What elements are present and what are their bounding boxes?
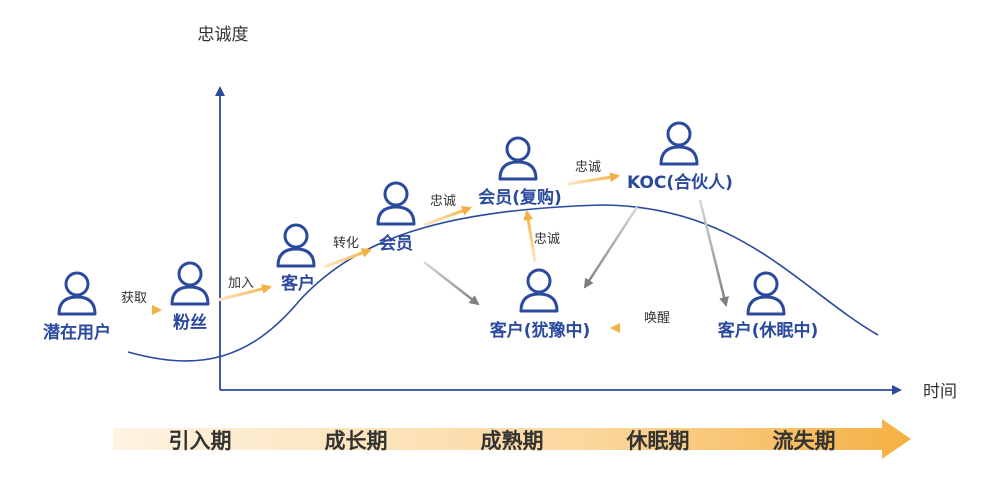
node-label-member-repurchase: 会员(复购) (478, 187, 562, 208)
arrow-repurchase-koc (567, 172, 620, 186)
stage-label-churn: 流失期 (773, 429, 836, 453)
arrow-hesitant-repurchase (523, 210, 537, 263)
arrow-koc-dormant (698, 199, 729, 307)
node-label-hesitant: 客户(犹豫中) (489, 320, 591, 341)
arrow-koc-hesitant (583, 206, 639, 289)
person-icon (170, 261, 210, 306)
arrow-member-hesitant (423, 261, 480, 306)
person-icon (276, 223, 316, 268)
stage-label-growth: 成长期 (325, 429, 388, 453)
node-label-koc: KOC(合伙人) (627, 172, 733, 193)
person-icon (57, 271, 97, 316)
node-label-potential: 潜在用户 (43, 322, 111, 343)
person-icon (659, 121, 699, 166)
x-axis-label: 时间 (923, 382, 957, 402)
person-icon (746, 271, 786, 316)
stage-label-dormant: 休眠期 (626, 429, 690, 453)
node-label-fan: 粉丝 (173, 312, 207, 333)
node-label-member: 会员 (379, 233, 413, 254)
edge-label-acquire: 获取 (121, 291, 147, 306)
arrow-fan-customer (217, 284, 272, 302)
person-icon (519, 268, 559, 313)
edge-label-convert: 转化 (333, 236, 359, 251)
arrow-member-repurchase (423, 206, 472, 227)
node-label-dormant: 客户(休眠中) (717, 320, 819, 341)
node-label-customer: 客户 (280, 273, 315, 294)
edge-label-loyal-1: 忠诚 (430, 194, 456, 209)
edge-label-join: 加入 (228, 276, 254, 291)
stage-label-mature: 成熟期 (481, 429, 544, 453)
arrow-customer-member (323, 248, 372, 269)
edge-label-wake: 唤醒 (644, 311, 670, 326)
person-icon (376, 181, 416, 226)
stage-label-intro: 引入期 (169, 429, 232, 453)
lifecycle-curve (127, 204, 879, 362)
stage-band-arrow (113, 419, 911, 459)
person-icon (498, 136, 538, 181)
edge-label-loyal-2: 忠诚 (575, 160, 601, 175)
y-axis-label: 忠诚度 (198, 25, 249, 45)
edge-label-loyal-3: 忠诚 (534, 232, 560, 247)
